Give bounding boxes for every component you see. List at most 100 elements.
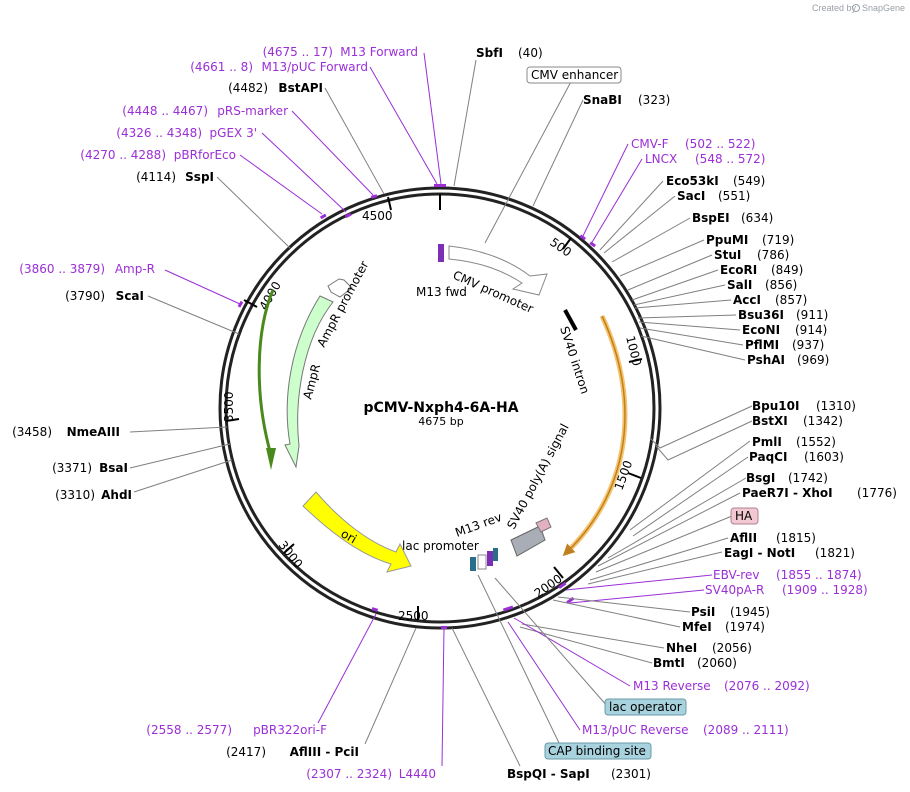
line-nmeaiii <box>129 426 228 433</box>
line-m13-reverse <box>513 617 631 687</box>
line-saci <box>603 195 676 254</box>
line-stui <box>627 254 713 291</box>
line-bmti <box>519 626 653 664</box>
line-paqci <box>632 456 749 537</box>
credit-brand: SnapGene <box>862 3 905 13</box>
lac-operator-box <box>604 698 687 716</box>
label-snabi: SnaBI <box>583 93 622 107</box>
feature-lac-promoter[interactable]: lac promoter <box>402 539 498 571</box>
pos-bspei: (634) <box>741 211 773 225</box>
sv40-intron-mark <box>563 309 578 331</box>
pos-m13-forward: (4675 .. 17) <box>263 45 333 59</box>
ampr-arc-head <box>266 448 276 470</box>
line-bspei <box>611 217 691 263</box>
label-afliii-pcii: AflIII - PciI <box>290 745 359 759</box>
pos-eagi-noti: (1821) <box>815 546 855 560</box>
pos-m13-puc-reverse: (2089 .. 2111) <box>703 723 789 737</box>
feature-cmv-promoter[interactable]: CMV promoter <box>448 245 548 316</box>
ampr-promoter-arrow <box>327 278 353 298</box>
tick-1000 <box>628 358 643 363</box>
pos-bmti: (2060) <box>697 656 737 670</box>
pos-bsgi: (1742) <box>788 471 828 485</box>
line-pbrforeco <box>239 154 323 215</box>
line-psii <box>557 596 691 613</box>
label-amp-r: Amp-R <box>115 262 155 276</box>
right-labels: SnaBI (323) CMV-F (502 .. 522) LNCX (548… <box>507 93 897 781</box>
label-saci: SacI <box>677 189 705 203</box>
line-sspi <box>216 176 291 249</box>
boxed-label-cmv-enhancer[interactable]: CMV enhancer <box>526 66 622 84</box>
feature-ori[interactable]: ori <box>302 491 412 573</box>
label-bsai: BsaI <box>99 461 128 475</box>
snapgene-credit: Created by SnapGene <box>812 3 905 13</box>
label-pbrforeco: pBRforEco <box>174 148 236 162</box>
pos-nmeaiii: (3458) <box>12 425 52 439</box>
boxed-label-cap-site[interactable]: CAP binding site <box>544 742 652 760</box>
leader-lines <box>129 52 753 767</box>
line-pmli <box>629 440 751 531</box>
pos-mfei: (1974) <box>725 620 765 634</box>
line-bspqi <box>451 627 521 767</box>
boxed-label-ha[interactable]: HA <box>730 507 759 525</box>
pos-pbrforeco: (4270 .. 4288) <box>80 148 166 162</box>
feature-ampr[interactable]: AmpR <box>257 289 334 470</box>
feature-sv40-polya[interactable]: SV40 poly(A) signal <box>504 421 572 557</box>
label-stui: StuI <box>714 248 741 262</box>
line-eagi <box>587 551 723 585</box>
line-scai <box>147 295 240 335</box>
insert-arc-line <box>562 315 626 557</box>
label-bpu10i: Bpu10I <box>752 399 799 413</box>
pos-eco53ki: (549) <box>733 174 765 188</box>
pbr322ori-mark <box>371 607 379 612</box>
pos-sspi: (4114) <box>136 170 176 184</box>
pos-ahdi: (3310) <box>55 488 95 502</box>
line-l4440 <box>441 627 445 767</box>
feature-m13-fwd[interactable]: M13 fwd <box>416 244 467 299</box>
l4440-mark <box>441 626 447 629</box>
label-nhei: NheI <box>666 641 697 655</box>
line-paer7i <box>597 492 741 567</box>
line-ebv-rev <box>565 574 713 591</box>
pos-bspqi-sapi: (2301) <box>611 767 651 781</box>
ampr-arc <box>257 289 275 456</box>
label-pshai: PshAI <box>747 353 785 367</box>
amp-r-mark <box>237 300 244 308</box>
label-eco53ki: Eco53kI <box>666 174 719 188</box>
m13-fwd-label: M13 fwd <box>416 285 467 299</box>
line-sbfi <box>453 59 477 187</box>
label-ppumi: PpuMI <box>706 233 748 247</box>
label-m13-puc-forward: M13/pUC Forward <box>261 60 368 74</box>
line-nhei <box>521 623 665 649</box>
tick-4000 <box>243 299 258 308</box>
line-m13-puc-forward <box>369 66 438 185</box>
pos-sali: (856) <box>765 278 797 292</box>
plasmid-center: pCMV-Nxph4-6A-HA 4675 bp <box>363 400 518 428</box>
feature-sv40-intron[interactable]: SV40 intron <box>557 309 592 396</box>
line-bsu36i <box>637 314 737 319</box>
line-ecori <box>631 269 719 301</box>
pos-snabi: (323) <box>638 93 670 107</box>
plasmid-size: 4675 bp <box>418 415 463 428</box>
cmv-enhancer-label: CMV enhancer <box>531 68 618 82</box>
label-econi: EcoNI <box>742 323 780 337</box>
label-pbr322ori-f: pBR322ori-F <box>253 723 327 737</box>
line-bsai <box>129 443 231 469</box>
snapgene-logo-icon <box>852 4 860 12</box>
label-pflmi: PflMI <box>745 338 779 352</box>
label-pmli: PmlI <box>752 435 782 449</box>
label-bstxi: BstXI <box>752 414 788 428</box>
tick-4500 <box>387 196 392 211</box>
label-scai: ScaI <box>116 289 144 303</box>
pos-bstapi: (4482) <box>228 81 268 95</box>
pos-pmli: (1552) <box>796 435 836 449</box>
pos-afliii-pcii: (2417) <box>226 745 266 759</box>
plasmid-name: pCMV-Nxph4-6A-HA <box>363 400 518 416</box>
pbrforeco-mark <box>319 213 327 220</box>
pos-amp-r: (3860 .. 3879) <box>19 262 105 276</box>
line-amp-r <box>164 269 241 305</box>
pos-aflii: (1815) <box>776 531 816 545</box>
m13-rev-mark <box>487 551 493 566</box>
boxed-label-lac-operator[interactable]: lac operator <box>604 698 687 716</box>
line-cmv-f <box>581 143 629 239</box>
